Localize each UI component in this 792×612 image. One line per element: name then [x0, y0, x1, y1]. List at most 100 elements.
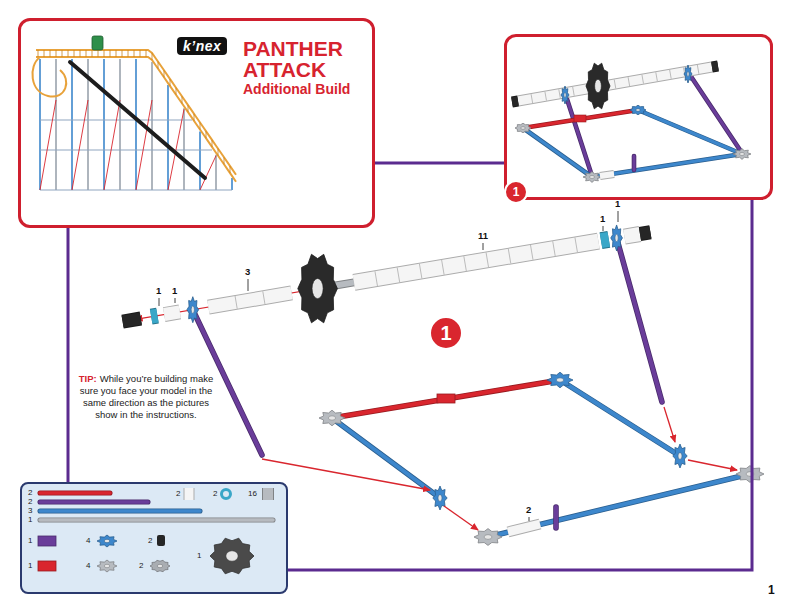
frame-line [288, 200, 752, 570]
part-count: 16 [248, 489, 257, 499]
callout-number: 1 [156, 286, 161, 296]
tip-note: TIP:While you’re building make sure you … [78, 373, 214, 421]
part-count: 1 [28, 515, 32, 525]
connector [312, 278, 323, 298]
spacer [614, 80, 616, 89]
callout-number: 1 [600, 214, 605, 224]
part-count: 2 [28, 497, 32, 507]
part-count: 3 [28, 506, 32, 516]
rod [638, 110, 742, 154]
spacer [184, 488, 195, 500]
rod [632, 156, 637, 170]
spacer [123, 318, 141, 321]
connector [150, 560, 170, 571]
connector [104, 539, 110, 542]
rod [332, 380, 560, 418]
rod [592, 154, 742, 177]
part-count: 4 [86, 561, 90, 571]
spacer [375, 271, 378, 286]
connector [561, 86, 569, 104]
rod [332, 380, 560, 418]
connector [586, 63, 610, 109]
connector [474, 529, 502, 546]
track-tie [158, 62, 159, 69]
rod [633, 156, 636, 170]
rod [523, 128, 592, 177]
part-illustration [20, 482, 288, 594]
connector [97, 535, 117, 547]
support-post [71, 59, 73, 190]
connector [515, 123, 531, 133]
rod [634, 156, 635, 170]
connector [547, 372, 573, 388]
part-count: 2 [139, 561, 143, 571]
spacer [508, 249, 511, 264]
spacer [208, 293, 291, 307]
rod [488, 474, 750, 537]
spacer [712, 66, 718, 67]
support-post [231, 178, 233, 190]
spacer [208, 293, 291, 307]
spacer [123, 318, 141, 321]
part-illustration [504, 34, 773, 200]
connector [97, 560, 117, 572]
frame-line [67, 228, 70, 482]
rod [556, 507, 557, 528]
support-post [167, 85, 169, 190]
connector [187, 297, 199, 323]
track-tie [122, 50, 123, 57]
connector [586, 63, 610, 109]
end-cap [157, 535, 165, 546]
connector [97, 560, 117, 572]
connector [474, 529, 502, 546]
spacer [530, 245, 533, 260]
connector [521, 127, 525, 130]
spacer [189, 488, 190, 500]
spacer [508, 524, 540, 532]
rod [40, 508, 200, 513]
callout-number: 1 [615, 199, 620, 209]
part-count: 2 [148, 536, 152, 546]
connector [210, 538, 254, 574]
callout-tick [618, 211, 619, 222]
rod [523, 110, 638, 128]
track-tie [140, 50, 141, 57]
spacer [151, 316, 157, 317]
spacer [262, 488, 274, 500]
rod [617, 238, 662, 402]
spacer [559, 89, 561, 98]
track-tie [68, 50, 69, 57]
rod [523, 128, 592, 177]
track-tie [182, 96, 183, 103]
spacer [518, 65, 712, 103]
rod [617, 238, 662, 402]
subtitle-text: Additional Build [243, 81, 350, 97]
track-tie [128, 50, 129, 57]
callout-number: 1 [172, 286, 177, 296]
track-tie [44, 50, 45, 57]
rod [40, 490, 110, 495]
rod [565, 93, 592, 176]
track-tie [92, 50, 93, 57]
track-tie [98, 50, 99, 57]
spacer [512, 101, 518, 102]
support-brace [104, 100, 120, 190]
leader-arrow [688, 460, 737, 470]
track-tie [80, 50, 81, 57]
spacer [575, 237, 578, 252]
connector [319, 410, 345, 426]
spacer [508, 524, 540, 532]
spacer [486, 252, 489, 267]
step-badge: 1 [504, 180, 528, 204]
connector [574, 115, 586, 122]
lift-chain [70, 62, 205, 178]
brand-logo: k’nex [177, 37, 227, 55]
connector [515, 123, 531, 133]
spacer [268, 488, 269, 500]
spacer [601, 239, 609, 240]
spacer [628, 77, 630, 86]
rod [523, 110, 638, 128]
spacer [712, 66, 718, 67]
track-tie [56, 50, 57, 57]
frame-line [375, 162, 504, 165]
